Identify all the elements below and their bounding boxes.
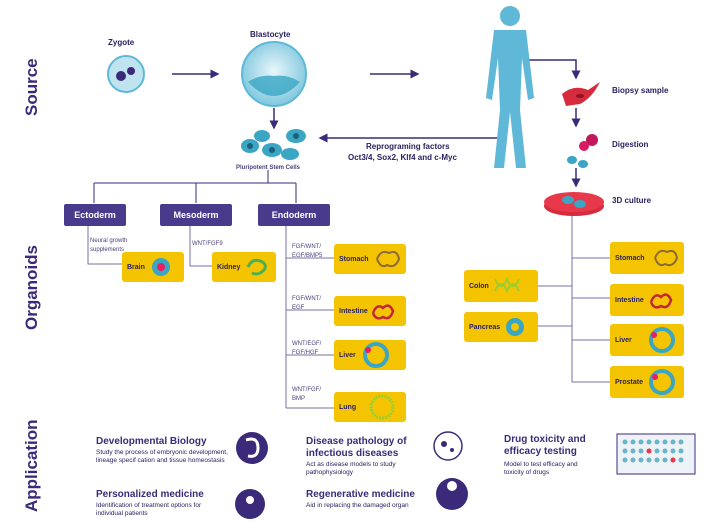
- biopsy-sample-icon: [562, 82, 600, 106]
- zygote-icon: [107, 55, 145, 93]
- organoid-intestine-right: Intestine: [610, 284, 684, 316]
- well-plate-icon: [616, 433, 696, 475]
- human-body-icon: [486, 6, 534, 168]
- intestine-factor: FGF/WNT/ EGF: [292, 296, 321, 311]
- side-label-application: Application: [22, 419, 41, 512]
- biopsy-label: Biopsy sample: [612, 86, 669, 95]
- virus-icon: [433, 431, 463, 461]
- intestine-icon-right: [649, 293, 673, 309]
- organoid-brain-label: Brain: [127, 263, 145, 271]
- app-regen-title: Regenerative medicine: [306, 489, 415, 500]
- liver-icon-right: [648, 327, 675, 353]
- organoid-kidney: Kidney: [212, 252, 276, 282]
- organoid-stomach-left: Stomach: [334, 244, 406, 274]
- kidney-icon: [246, 258, 268, 276]
- organoid-lung-left: Lung: [334, 392, 406, 422]
- organoid-prostate: Prostate: [610, 366, 684, 398]
- app-dev-desc: Study the process of embryonic developme…: [96, 449, 228, 464]
- side-label-organoids: Organoids: [22, 244, 41, 330]
- liver-factor: WNT/EGF/ FGF/HGF: [292, 341, 322, 356]
- organoid-colon: Colon: [464, 270, 538, 302]
- organoid-colon-label: Colon: [469, 282, 489, 290]
- reprogramming-title: Reprograming factors: [366, 142, 450, 151]
- endoderm-box: Endoderm: [258, 204, 330, 226]
- organoid-prostate-label: Prostate: [615, 378, 644, 386]
- digestion-label: Digestion: [612, 140, 649, 149]
- stomach-icon: [375, 250, 400, 268]
- brain-icon: [151, 258, 170, 276]
- stomach-icon-right: [653, 249, 678, 267]
- blastocyte-label: Blastocyte: [250, 30, 291, 39]
- app-drug-desc: Model to test efficacy and toxicity of d…: [504, 461, 578, 476]
- reprogramming-factors: Oct3/4, Sox2, Klf4 and c-Myc: [348, 153, 457, 162]
- pancreas-icon: [506, 318, 525, 336]
- culture-dish-icon: [544, 192, 604, 216]
- organoid-stomach-right-label: Stomach: [615, 254, 645, 262]
- app-drug-title: Drug toxicity and efficacy testing: [504, 434, 586, 457]
- blastocyte-icon: [241, 41, 307, 107]
- organoid-lung-left-label: Lung: [339, 403, 357, 411]
- zygote-label: Zygote: [108, 38, 135, 47]
- organoid-kidney-label: Kidney: [217, 263, 241, 271]
- stomach-factor: FGF/WNT/ EGF/BMP5: [292, 244, 323, 259]
- lung-factor: WNT/FGF/ BMP: [292, 387, 321, 402]
- app-regen-desc: Aid in replacing the damaged organ: [306, 502, 409, 509]
- organoid-stomach-left-label: Stomach: [339, 255, 369, 263]
- app-pers-title: Personalized medicine: [96, 489, 204, 500]
- ectoderm-box: Ectoderm: [64, 204, 126, 226]
- organoid-liver-right-label: Liver: [615, 336, 632, 344]
- prostate-icon: [649, 369, 676, 395]
- organoid-liver-left: Liver: [334, 340, 406, 370]
- intestine-icon: [371, 304, 395, 320]
- organoid-pancreas: Pancreas: [464, 312, 538, 342]
- lung-icon: [369, 394, 395, 420]
- mesoderm-box: Mesoderm: [160, 204, 232, 226]
- person-organ-icon: [436, 478, 468, 510]
- digestion-icon: [567, 134, 598, 168]
- app-disease-title: Disease pathology of infectious diseases: [306, 436, 407, 459]
- app-disease-desc: Act as disease models to study pathophys…: [306, 461, 396, 476]
- organoid-stomach-right: Stomach: [610, 242, 684, 274]
- organoid-liver-left-label: Liver: [339, 351, 356, 359]
- organoid-intestine-left-label: Intestine: [339, 307, 368, 315]
- colon-icon: [493, 276, 520, 294]
- culture-label: 3D culture: [612, 196, 652, 205]
- doctor-pills-icon: [235, 489, 265, 519]
- organoid-intestine-left: Intestine: [334, 296, 406, 326]
- organoid-pancreas-label: Pancreas: [469, 323, 501, 331]
- liver-icon: [362, 342, 389, 368]
- embryo-icon: [236, 432, 268, 464]
- side-label-source: Source: [22, 58, 41, 116]
- organoid-liver-right: Liver: [610, 324, 684, 356]
- ectoderm-factor: Neural growth supplements: [90, 238, 128, 253]
- psc-label: Pluripotent Stem Cells: [236, 165, 301, 171]
- app-dev-title: Developmental Biology: [96, 436, 207, 447]
- app-pers-desc: Identification of treatment options for …: [96, 502, 202, 517]
- organoid-intestine-right-label: Intestine: [615, 296, 644, 304]
- organoid-brain: Brain: [122, 252, 184, 282]
- mesoderm-factor: WNT/FGF9: [192, 241, 223, 247]
- stem-cells-icon: [241, 129, 306, 160]
